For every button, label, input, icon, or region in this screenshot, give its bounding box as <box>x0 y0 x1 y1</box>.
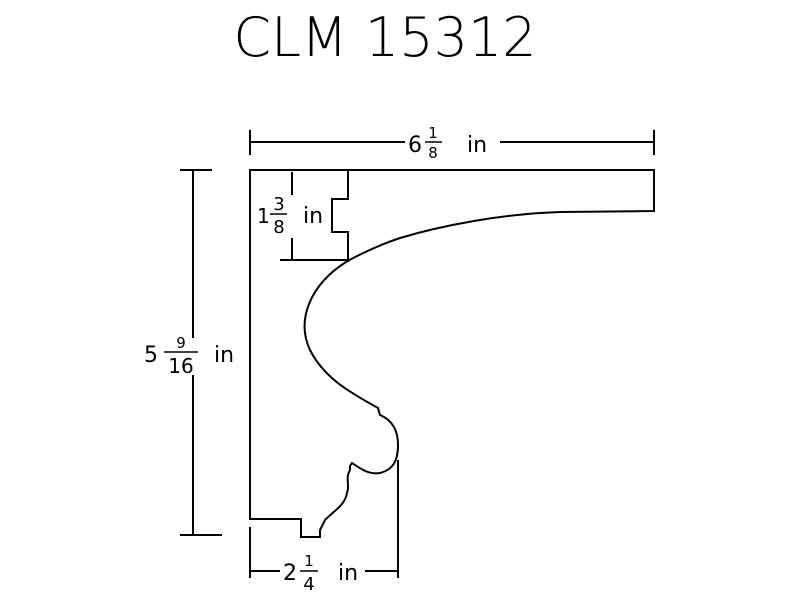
height-whole: 5 <box>144 343 158 368</box>
base-unit: in <box>338 561 358 586</box>
top-step-den: 8 <box>273 217 284 238</box>
base-den: 4 <box>303 574 314 595</box>
width-dimension <box>249 130 655 155</box>
top-step-whole: 1 <box>257 204 270 228</box>
height-unit: in <box>214 343 234 368</box>
top-step-label: 1 3 8 in <box>257 194 323 238</box>
width-num: 1 <box>428 124 438 142</box>
height-label: 5 9 16 in <box>144 334 234 378</box>
drawing-title: CLM 15312 <box>233 6 536 69</box>
base-whole: 2 <box>283 561 297 586</box>
top-step-unit: in <box>303 204 323 229</box>
height-dimension <box>180 169 222 536</box>
profile-top-notch <box>331 170 349 262</box>
base-label: 2 1 4 in <box>283 552 358 595</box>
molding-profile <box>249 169 655 538</box>
width-den: 8 <box>428 144 438 162</box>
height-num: 9 <box>176 334 186 352</box>
width-unit: in <box>467 133 487 158</box>
base-num: 1 <box>304 552 314 570</box>
height-den: 16 <box>168 354 193 378</box>
top-step-dimension <box>280 172 348 261</box>
width-label: 6 1 8 in <box>408 124 487 162</box>
width-whole: 6 <box>408 133 422 158</box>
top-step-num: 3 <box>273 194 284 215</box>
base-dimension <box>249 460 399 578</box>
